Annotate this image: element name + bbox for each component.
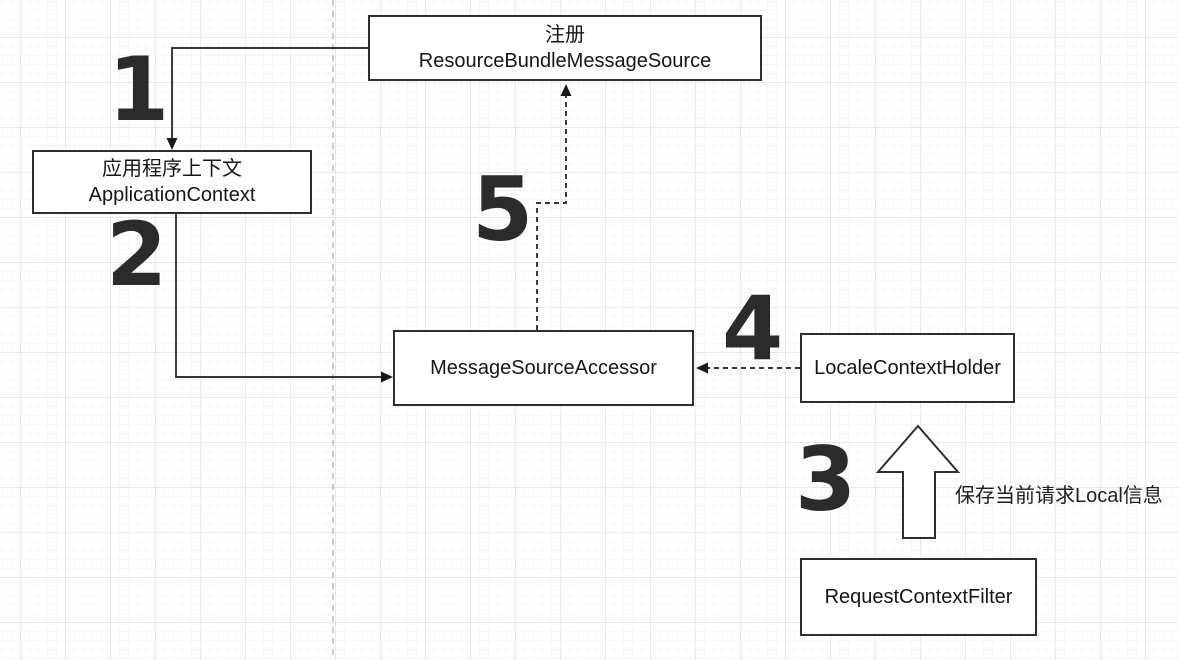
box-application-context: 应用程序上下文 ApplicationContext [32, 150, 312, 214]
box-locale-context-holder: LocaleContextHolder [800, 333, 1015, 403]
step-5-label: 5 [472, 158, 534, 261]
box-resource-line1: 注册 [545, 24, 585, 46]
arrowhead-step1 [166, 138, 178, 150]
box-request-context-filter: RequestContextFilter [800, 558, 1037, 636]
box-lch-label: LocaleContextHolder [814, 357, 1001, 379]
step-1-label: 1 [108, 38, 170, 141]
arrow-step1-register-to-context [171, 47, 368, 140]
box-app-line1: 应用程序上下文 [102, 158, 242, 180]
step-4-label: 4 [722, 277, 784, 380]
arrow-step2-context-to-accessor [175, 214, 383, 378]
box-resource-bundle-message-source: 注册 ResourceBundleMessageSource [368, 15, 762, 81]
arrow-step5-accessor-to-resource [536, 96, 567, 330]
save-locale-annotation: 保存当前请求Local信息 [955, 485, 1163, 507]
box-msa-label: MessageSourceAccessor [430, 357, 657, 379]
box-app-line2: ApplicationContext [88, 184, 256, 206]
arrowhead-step2 [381, 371, 393, 383]
step-3-label: 3 [795, 428, 857, 531]
block-up-arrow [875, 424, 961, 539]
box-resource-line2: ResourceBundleMessageSource [418, 50, 712, 72]
arrowhead-step5 [560, 84, 572, 96]
arrowhead-step4 [696, 362, 708, 374]
box-rcf-label: RequestContextFilter [824, 586, 1013, 608]
box-message-source-accessor: MessageSourceAccessor [393, 330, 694, 406]
step-2-label: 2 [106, 203, 168, 306]
